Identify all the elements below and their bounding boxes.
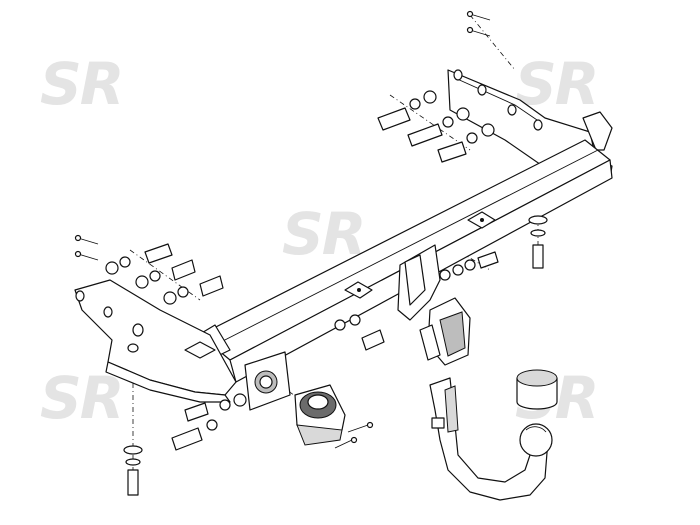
central-mount-bracket <box>397 244 471 366</box>
fastener-sets <box>74 10 548 496</box>
ball-cap <box>516 369 558 410</box>
watermark-center: SR <box>282 200 364 268</box>
socket-plate <box>244 351 291 411</box>
tow-ball-neck <box>429 377 553 501</box>
watermark-bottom-left: SR <box>40 364 122 432</box>
watermark-top-left: SR <box>40 50 122 118</box>
left-side-bracket <box>74 279 237 403</box>
beam-gussets <box>184 211 496 359</box>
cross-beam <box>189 139 613 383</box>
electrical-socket <box>294 384 346 446</box>
